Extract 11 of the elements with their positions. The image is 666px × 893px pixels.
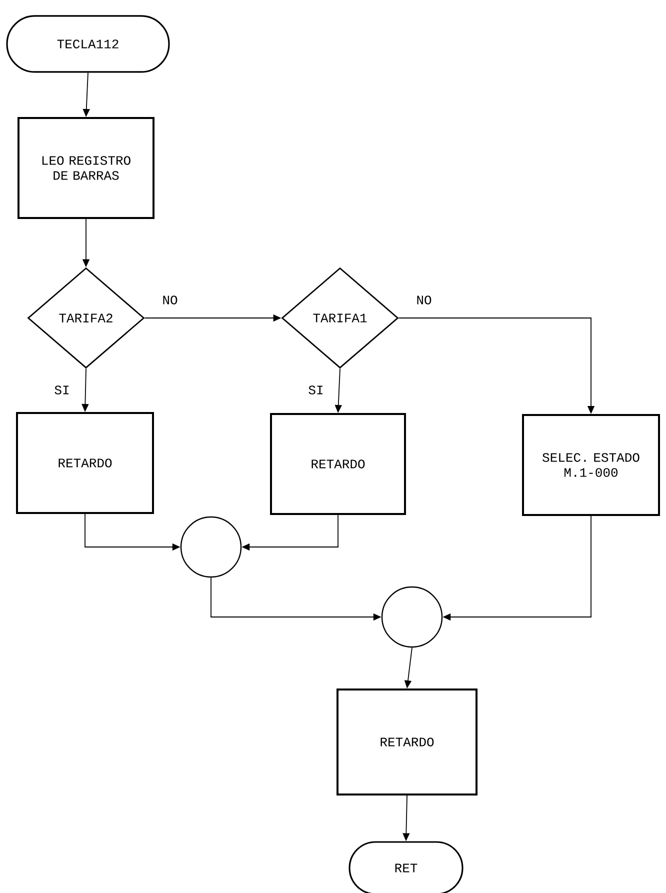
process-box: RETARDO [16,412,154,514]
edge-label: SI [53,384,71,396]
edge-label: NO [161,294,179,306]
edge-label: NO [415,294,433,306]
connector-circle [180,516,242,578]
process-box: LEO REGISTRO DE BARRAS [18,117,154,219]
process-box: RETARDO [336,688,478,796]
edge-label: SI [307,384,325,396]
process-box: RETARDO [270,413,406,515]
connector-circle [381,586,443,648]
process-box: SELEC. ESTADO M.1-000 [522,414,660,516]
